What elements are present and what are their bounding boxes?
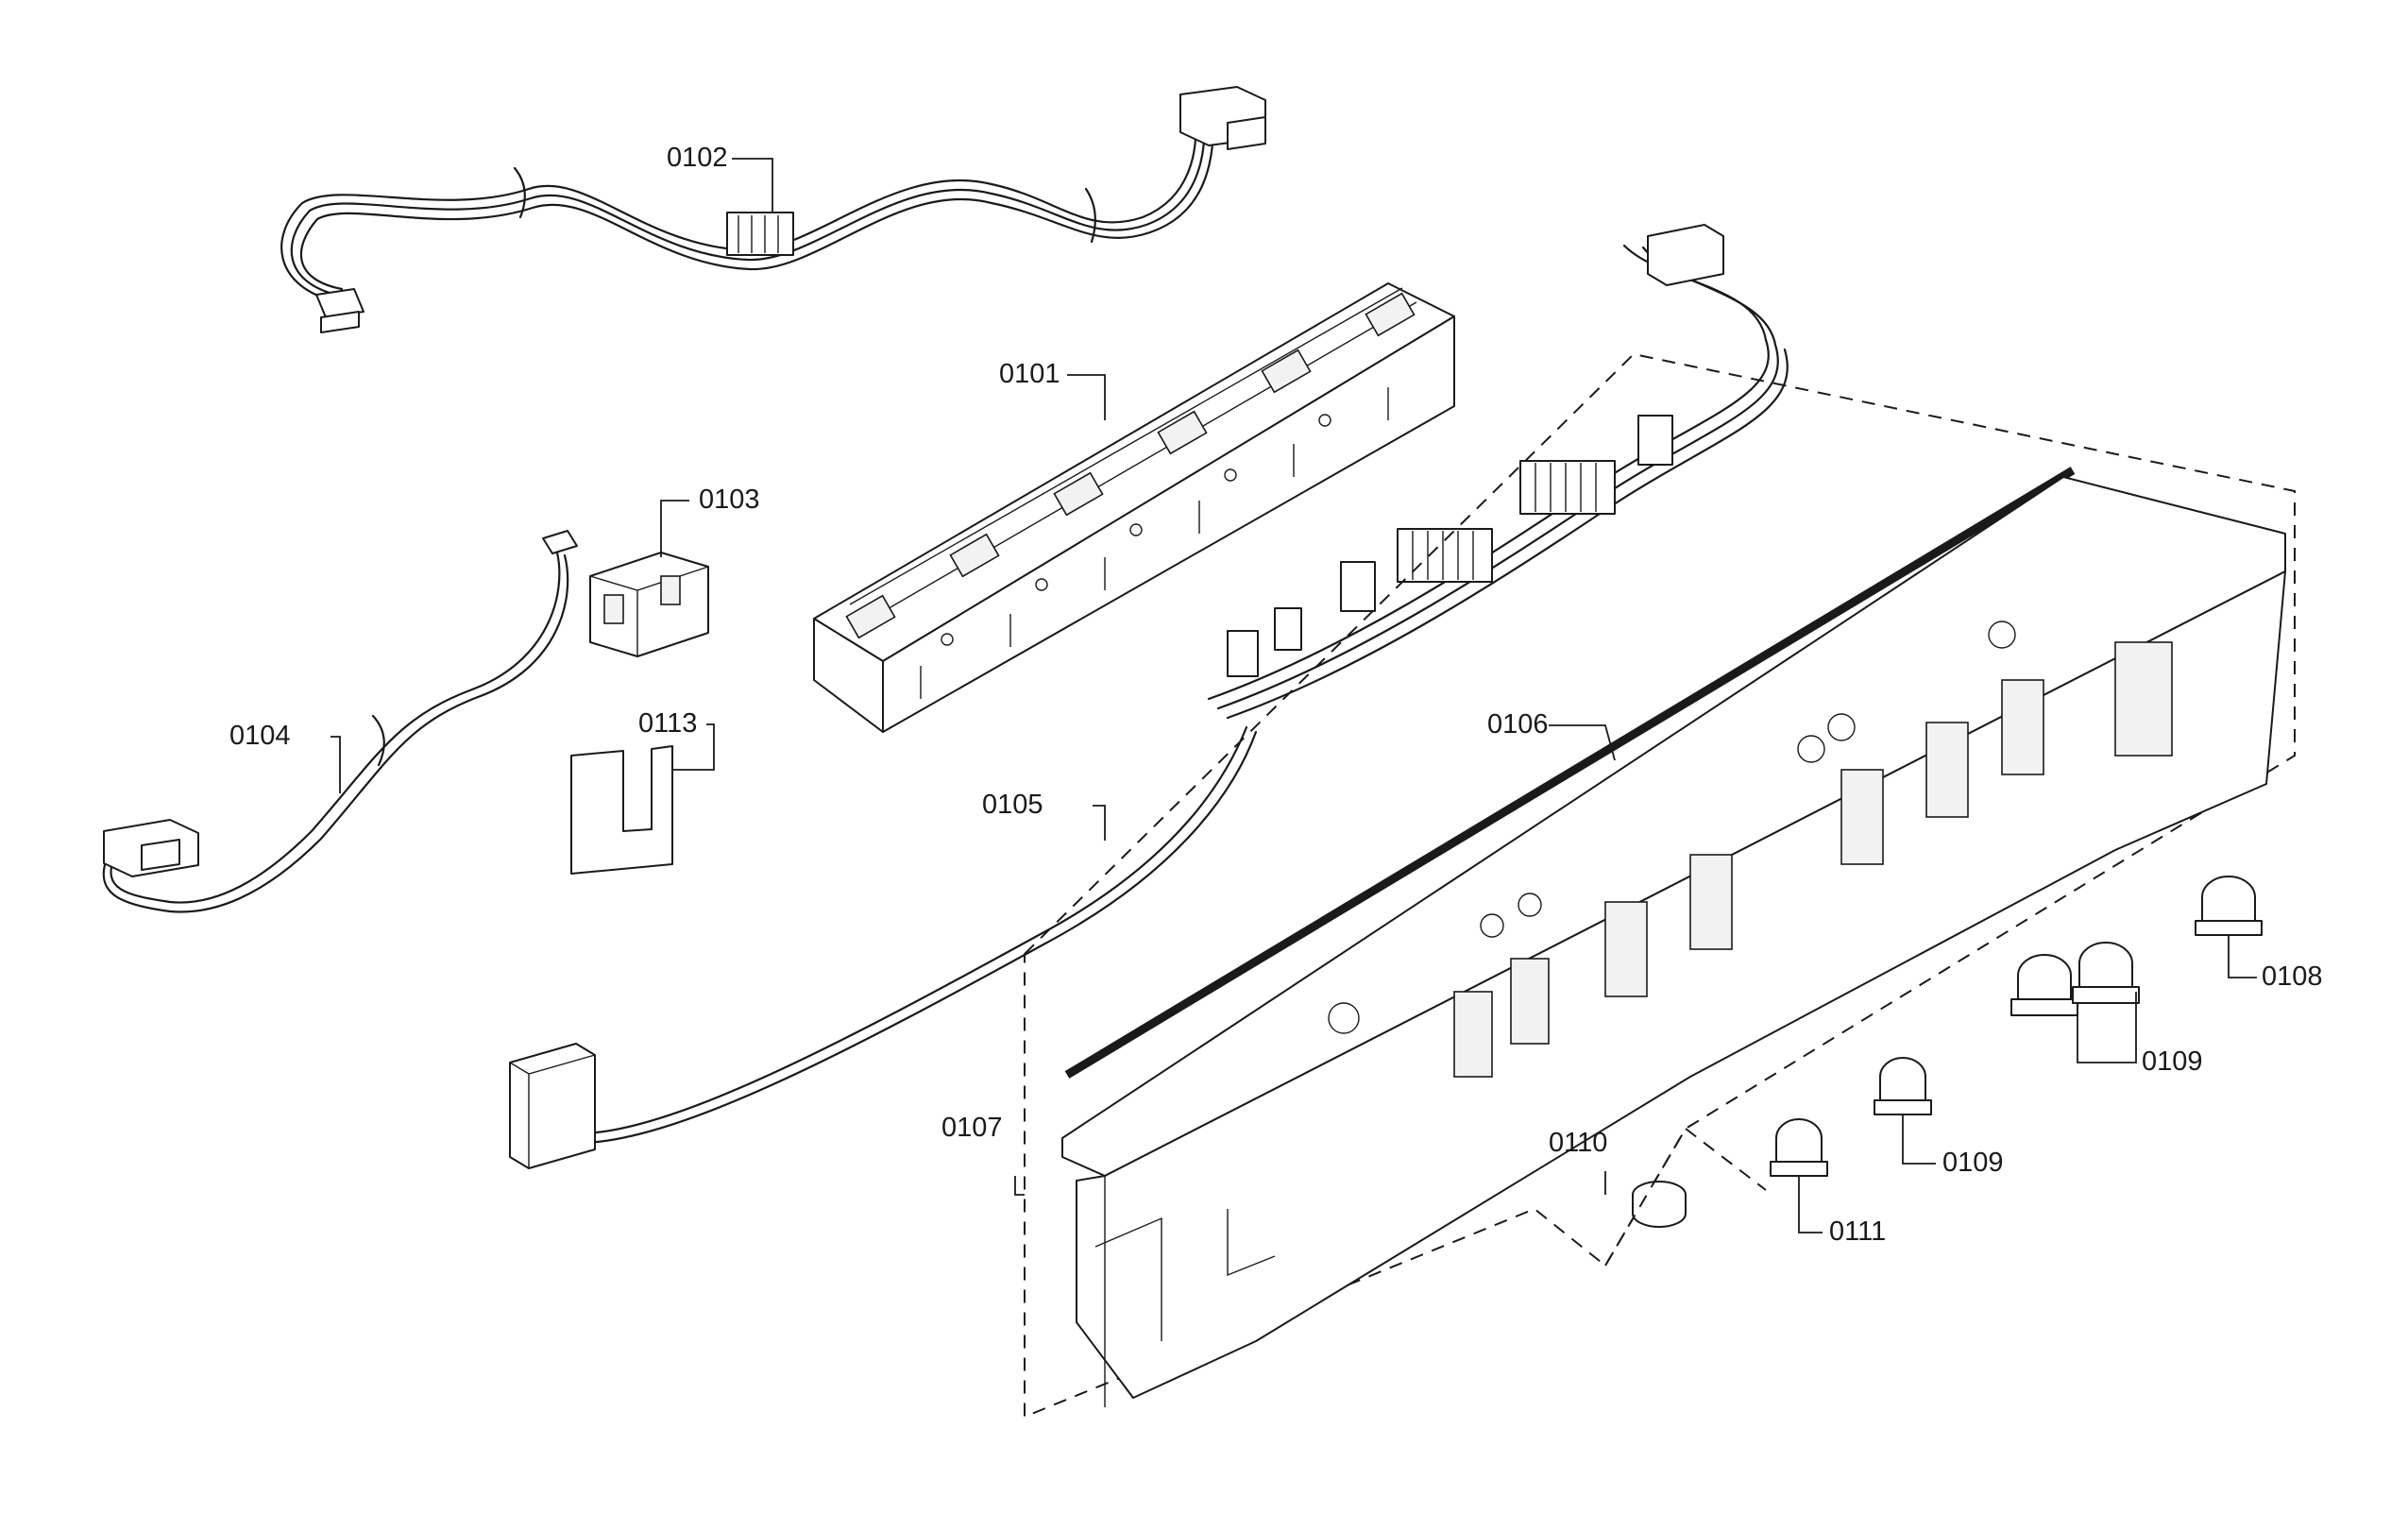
control-panel-housing-0107	[1061, 476, 2286, 1407]
leader-lines	[331, 158, 2257, 1233]
callout-0111: 0111	[1829, 1216, 1887, 1247]
button-0108	[2195, 876, 2263, 936]
wire-harness-0102	[280, 86, 1266, 333]
callout-0105: 0105	[982, 790, 1043, 820]
callout-0109-lower: 0109	[1942, 1148, 2004, 1178]
button-group-outline	[1604, 1128, 1767, 1267]
callout-0109-upper: 0109	[2142, 1046, 2203, 1077]
button-0109-lower	[1874, 1057, 1932, 1115]
callout-0110: 0110	[1549, 1128, 1608, 1158]
callout-0103: 0103	[699, 485, 760, 515]
button-cap-0110	[1632, 1181, 1687, 1228]
callout-0113: 0113	[638, 708, 698, 739]
callout-0107: 0107	[941, 1113, 1003, 1143]
callout-0104: 0104	[229, 721, 291, 751]
seal-strip-0106	[1064, 467, 2076, 1082]
wire-harness-0104	[102, 551, 569, 913]
callout-0106: 0106	[1487, 709, 1549, 740]
button-0111	[1770, 1118, 1828, 1177]
control-module-0101	[813, 282, 1455, 733]
button-0109-upper	[2010, 942, 2140, 1016]
callout-0101: 0101	[999, 359, 1060, 389]
callout-0102: 0102	[667, 143, 728, 173]
callout-0108: 0108	[2262, 961, 2323, 992]
switch-0103	[542, 530, 709, 657]
wire-harness-0105	[509, 224, 1789, 1169]
shim-0113	[570, 745, 673, 875]
